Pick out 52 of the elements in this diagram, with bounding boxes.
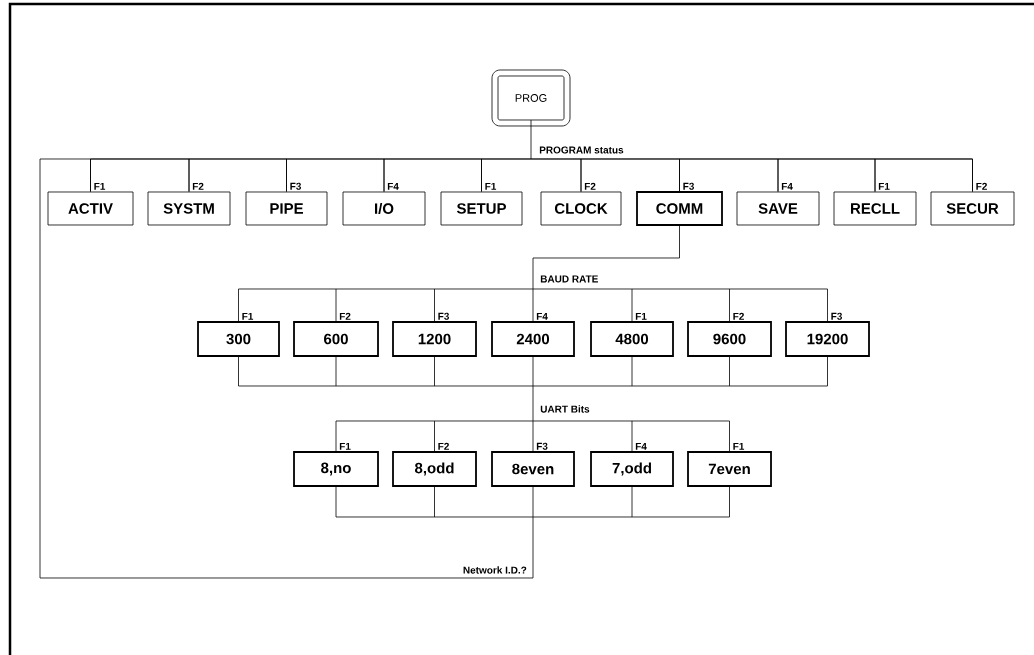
menu-box: 8even <box>491 451 575 487</box>
function-key-label: F3 <box>290 182 301 190</box>
menu-box: 1200 <box>392 321 477 357</box>
menu-box: 4800 <box>590 321 674 357</box>
function-key-label: F2 <box>339 312 351 320</box>
function-key-label: F1 <box>339 442 351 450</box>
function-key-label: F1 <box>242 312 254 320</box>
connector-line <box>238 225 828 322</box>
connector-line <box>39 158 973 579</box>
bus-label: UART Bits <box>540 405 590 413</box>
function-key-label: F1 <box>733 442 745 450</box>
menu-box: ACTIV <box>47 191 134 226</box>
menu-box: 19200 <box>785 321 870 357</box>
bus-label: BAUD RATE <box>540 275 598 283</box>
menu-box: SYSTM <box>147 191 231 226</box>
menu-box: SECUR <box>930 191 1015 226</box>
menu-box: SETUP <box>440 191 523 226</box>
function-key-label: F1 <box>485 182 497 190</box>
menu-box: 600 <box>293 321 379 357</box>
connector-line <box>238 356 828 452</box>
menu-box: 7,odd <box>590 451 674 487</box>
menu-box: PIPE <box>245 191 328 226</box>
menu-box: SAVE <box>736 191 820 226</box>
function-key-label: F4 <box>635 442 647 450</box>
function-key-label: F2 <box>976 182 987 190</box>
function-key-label: F4 <box>387 182 399 190</box>
menu-box: COMM <box>636 191 723 226</box>
bus-label: Network I.D.? <box>463 566 527 574</box>
function-key-label: F3 <box>438 312 449 320</box>
key-button: PROG <box>491 69 571 127</box>
function-key-label: F2 <box>192 182 204 190</box>
function-key-label: F3 <box>683 182 694 190</box>
function-key-label: F1 <box>94 182 106 190</box>
function-key-label: F1 <box>635 312 647 320</box>
menu-box: 300 <box>197 321 280 357</box>
function-key-label: F1 <box>878 182 890 190</box>
function-key-label: F2 <box>733 312 744 320</box>
function-key-label: F2 <box>438 442 449 450</box>
function-key-label: F4 <box>536 312 548 320</box>
menu-box: 7even <box>687 451 772 487</box>
menu-box: 8,no <box>293 451 379 487</box>
function-key-label: F2 <box>584 182 596 190</box>
menu-box: I/O <box>342 191 426 226</box>
menu-box: 9600 <box>687 321 772 357</box>
function-key-label: F3 <box>831 312 842 320</box>
bus-label: PROGRAM status <box>539 146 624 154</box>
function-key-label: F4 <box>781 182 793 190</box>
menu-box: CLOCK <box>540 191 622 226</box>
function-key-label: F3 <box>536 442 548 450</box>
menu-box: RECLL <box>833 191 917 226</box>
menu-box: 2400 <box>491 321 575 357</box>
menu-box: 8,odd <box>392 451 477 487</box>
